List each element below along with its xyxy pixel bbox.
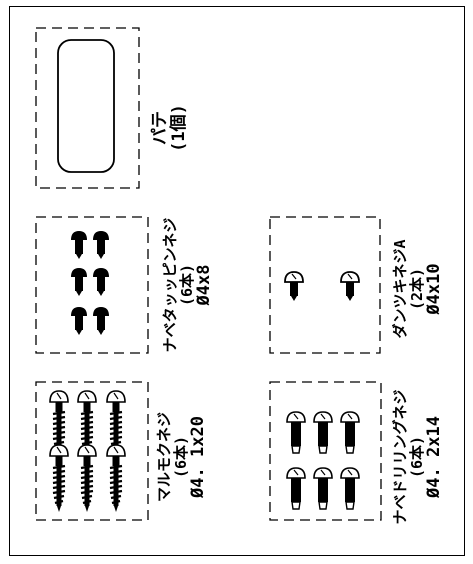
dangtsu-screw-icons — [284, 271, 360, 302]
parts-sheet-frame — [9, 6, 465, 556]
dangtsu-screw-qty: (2本) — [407, 267, 426, 311]
wood-screw-label: マルモクネジ (6本) Ø4. 1x20 — [153, 387, 211, 527]
drill-screw-name: ナベドリリングネジ — [391, 389, 410, 525]
pad-box — [35, 27, 140, 189]
drill-screw-box — [269, 381, 382, 521]
truss-screw-icons — [71, 231, 109, 335]
pad-label: パテ (1個) — [150, 78, 190, 178]
wood-screw-icons — [48, 389, 127, 514]
dangtsu-screw-size: Ø4x10 — [424, 263, 445, 315]
wood-screw-name: マルモクネジ — [155, 412, 174, 503]
dangtsu-screw-name: ダンツキネジA — [391, 239, 410, 339]
wood-screw-size: Ø4. 1x20 — [188, 416, 209, 498]
truss-screw-box — [35, 216, 149, 354]
drill-screw-label: ナベドリリングネジ (6本) Ø4. 2x14 — [389, 383, 447, 531]
truss-screw-name: ナベタッッピンネジ — [161, 217, 180, 353]
truss-screw-label: ナベタッッピンネジ (6本) Ø4x8 — [161, 215, 215, 355]
truss-screw-size: Ø4x8 — [194, 264, 215, 306]
pad-qty: (1個) — [169, 104, 189, 152]
wood-screw-box — [35, 381, 149, 521]
drill-screw-size: Ø4. 2x14 — [424, 416, 445, 498]
dangtsu-screw-label: ダンツキネジA (2本) Ø4x10 — [389, 219, 447, 359]
wood-screw-qty: (6本) — [171, 435, 190, 479]
pad-icon — [57, 39, 115, 173]
dangtsu-screw-box — [269, 216, 381, 354]
truss-screw-qty: (6本) — [177, 263, 196, 307]
drill-screw-qty: (6本) — [407, 435, 426, 479]
drill-screw-icons — [286, 411, 360, 510]
pad-name: パテ — [150, 111, 171, 145]
